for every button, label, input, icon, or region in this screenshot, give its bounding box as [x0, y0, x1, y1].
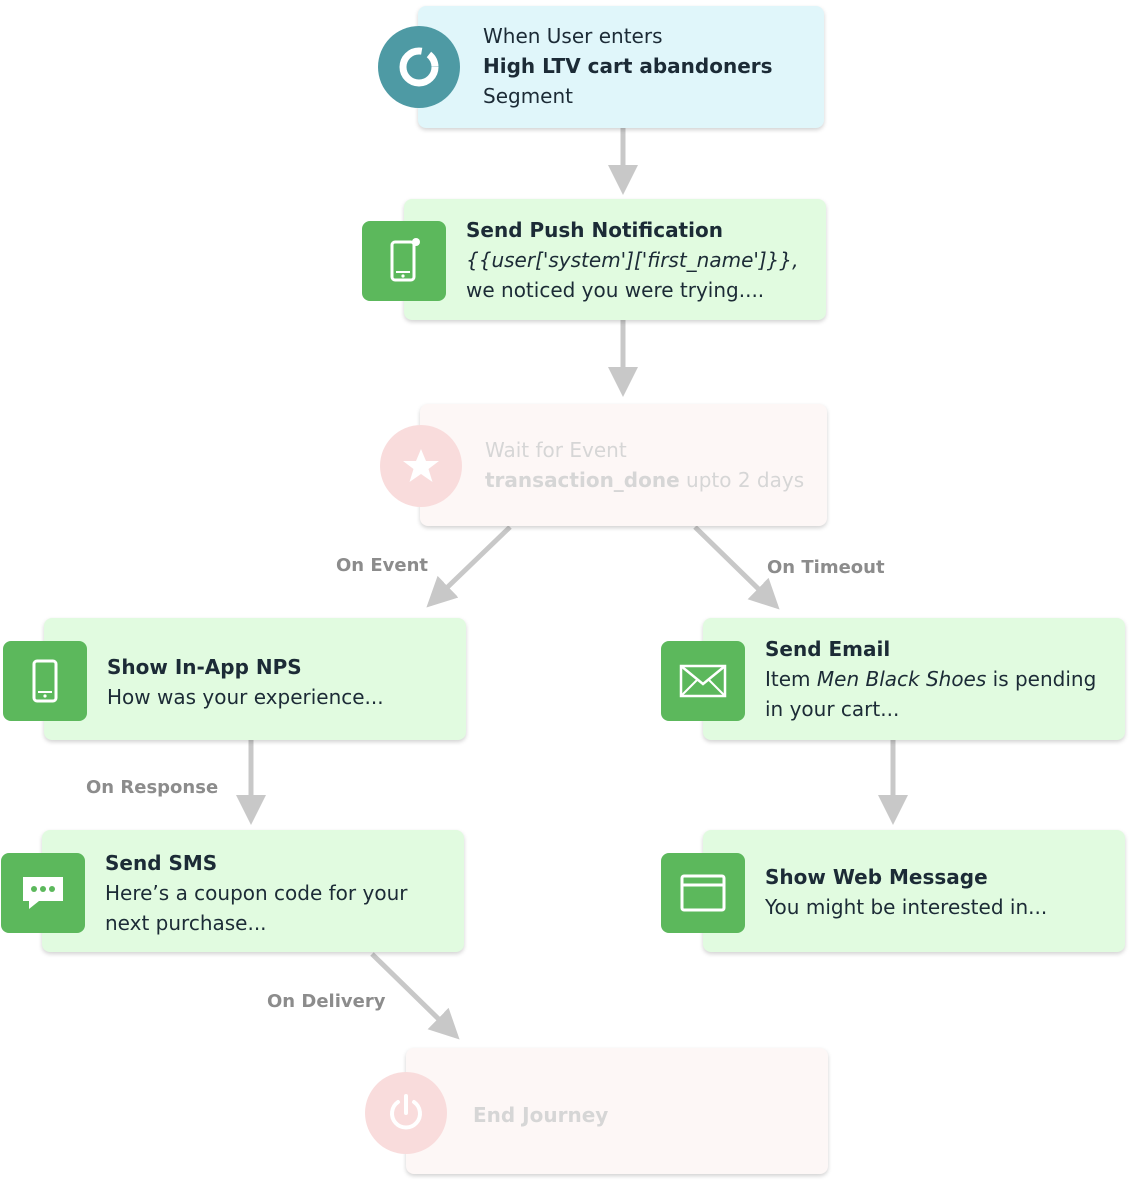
- push-node-text: Send Push Notification {{user['system'][…: [466, 215, 799, 305]
- edge-label-on-timeout: On Timeout: [767, 557, 885, 578]
- show-in-app-nps-node[interactable]: Show In-App NPS How was your experience.…: [44, 618, 466, 740]
- end-journey-node[interactable]: End Journey: [406, 1048, 828, 1174]
- sms-message-line-1: Here’s a coupon code for your: [105, 881, 408, 905]
- inapp-title: Show In-App NPS: [107, 655, 302, 679]
- email-message-line-2: in your cart...: [765, 697, 900, 721]
- wait-for-event-node[interactable]: Wait for Event transaction_done upto 2 d…: [420, 404, 827, 526]
- envelope-icon: [661, 641, 745, 721]
- edge-label-on-response: On Response: [86, 777, 219, 798]
- trigger-node[interactable]: When User enters High LTV cart abandoner…: [418, 6, 824, 128]
- connector-wait-email: [693, 525, 780, 610]
- trigger-node-text: When User enters High LTV cart abandoner…: [483, 21, 773, 111]
- trigger-line-3: Segment: [483, 84, 573, 108]
- email-title: Send Email: [765, 637, 891, 661]
- sms-message-line-2: next purchase...: [105, 911, 267, 935]
- trigger-line-1: When User enters: [483, 24, 663, 48]
- push-message-line-1: {{user['system']['first_name']}},: [466, 248, 799, 272]
- push-message-line-2: we noticed you were trying....: [466, 278, 765, 302]
- browser-window-icon: [661, 853, 745, 933]
- email-node-text: Send Email Item Men Black Shoes is pendi…: [765, 634, 1096, 724]
- email-message-line-1: Item Men Black Shoes is pending: [765, 664, 1096, 694]
- mobile-notification-icon: [362, 221, 446, 301]
- wait-node-text: Wait for Event transaction_done upto 2 d…: [485, 435, 804, 495]
- chat-bubble-icon: [1, 853, 85, 933]
- inapp-node-text: Show In-App NPS How was your experience.…: [107, 652, 384, 712]
- wait-timeout: upto 2 days: [686, 468, 805, 492]
- email-item-name: Men Black Shoes: [816, 667, 987, 691]
- connector-wait-inapp: [426, 525, 512, 608]
- power-icon: [365, 1072, 447, 1154]
- end-journey-title: End Journey: [473, 1103, 609, 1127]
- push-notification-node[interactable]: Send Push Notification {{user['system'][…: [404, 199, 826, 320]
- sms-title: Send SMS: [105, 851, 218, 875]
- show-web-message-node[interactable]: Show Web Message You might be interested…: [703, 830, 1125, 952]
- inapp-message: How was your experience...: [107, 685, 384, 709]
- wait-line-2: transaction_done upto 2 days: [485, 465, 804, 495]
- edge-label-on-delivery: On Delivery: [267, 991, 386, 1012]
- wait-event-name: transaction_done: [485, 468, 680, 492]
- segment-ring-icon: [378, 26, 460, 108]
- star-icon: [380, 425, 462, 507]
- wait-line-1: Wait for Event: [485, 438, 627, 462]
- trigger-segment-name: High LTV cart abandoners: [483, 54, 773, 78]
- web-title: Show Web Message: [765, 865, 988, 889]
- send-sms-node[interactable]: Send SMS Here’s a coupon code for your n…: [42, 830, 464, 952]
- mobile-phone-icon: [3, 641, 87, 721]
- sms-node-text: Send SMS Here’s a coupon code for your n…: [105, 848, 407, 938]
- send-email-node[interactable]: Send Email Item Men Black Shoes is pendi…: [703, 618, 1125, 740]
- edge-label-on-event: On Event: [336, 555, 429, 576]
- email-item-prefix: Item: [765, 667, 811, 691]
- web-message: You might be interested in...: [765, 895, 1048, 919]
- email-item-status: is pending: [992, 667, 1097, 691]
- push-title: Send Push Notification: [466, 218, 723, 242]
- web-node-text: Show Web Message You might be interested…: [765, 862, 1047, 922]
